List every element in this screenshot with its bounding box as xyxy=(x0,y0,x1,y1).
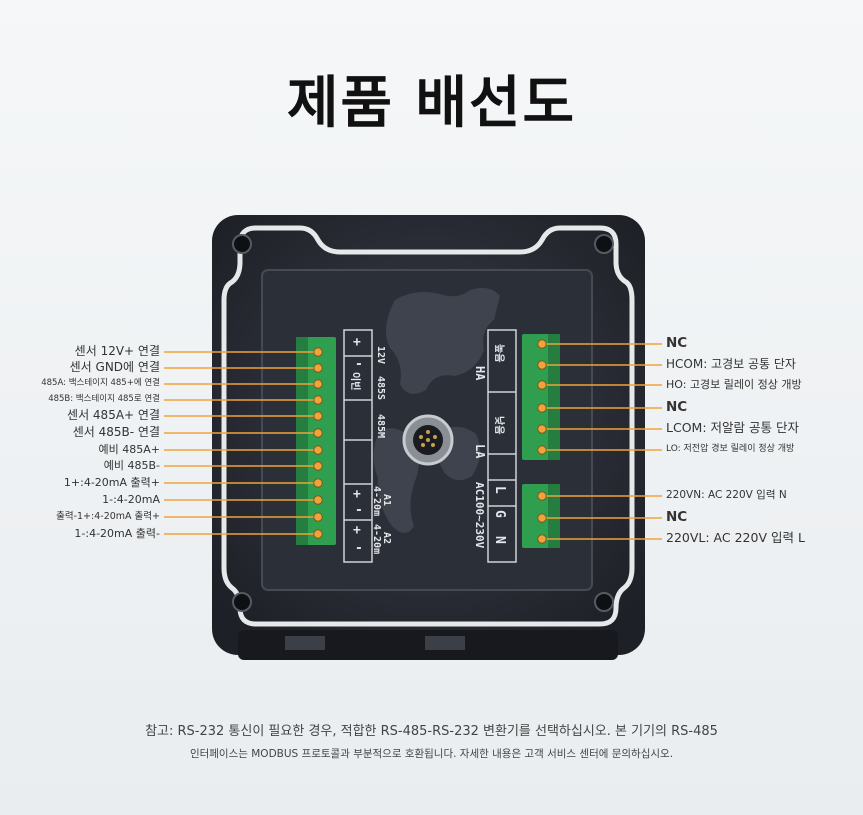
terminal-screw-right xyxy=(537,380,547,390)
board-ac-range: AC100~230V xyxy=(473,482,486,549)
board-minus-3: - xyxy=(355,541,363,556)
gasket xyxy=(221,225,635,627)
board-plus-1: + xyxy=(353,335,361,350)
corner-screws xyxy=(232,234,614,612)
board-n: N xyxy=(492,536,507,544)
board-ma1: 4-20m xyxy=(371,486,382,516)
terminal-screw-left xyxy=(313,512,323,522)
leader-lines xyxy=(164,339,662,544)
terminal-screw-right xyxy=(537,513,547,523)
terminal-screw-left xyxy=(313,495,323,505)
wiring-label-right: NC xyxy=(666,398,688,415)
wiring-label-right: NC xyxy=(666,508,688,525)
wiring-label-right: 220VN: AC 220V 입력 N xyxy=(666,489,787,502)
m12-connector xyxy=(402,414,454,466)
wiring-label-right: LO: 저전압 경보 릴레이 정상 개방 xyxy=(666,444,795,455)
terminal-block-relay xyxy=(522,334,560,460)
terminal-screw-right xyxy=(537,424,547,434)
board-485s: 485S xyxy=(375,376,386,400)
note-line-2: 인터페이스는 MODBUS 프로토콜과 부분적으로 호환됩니다. 자세한 내용은… xyxy=(189,748,674,760)
wiring-label-right: HCOM: 고경보 공통 단자 xyxy=(666,357,796,372)
terminal-screw-right xyxy=(537,534,547,544)
terminal-screw-right xyxy=(537,445,547,455)
terminal-screw-left xyxy=(313,347,323,357)
wiring-label-left: 예비 485A+ xyxy=(98,442,160,456)
wiring-label-left: 출력-1+:4-20mA 출력+ xyxy=(56,510,160,522)
terminal-screw-left xyxy=(313,395,323,405)
wiring-label-left: 1-:4-20mA 출력- xyxy=(74,526,160,540)
terminal-screw-right xyxy=(537,339,547,349)
board-minus-2: - xyxy=(355,503,363,518)
wiring-label-left: 485A: 백스테이지 485+에 연결 xyxy=(41,378,160,389)
board-l: L xyxy=(492,486,507,494)
terminal-screw-left xyxy=(313,363,323,373)
wiring-label-right: 220VL: AC 220V 입력 L xyxy=(666,530,805,546)
terminal-screw-left xyxy=(313,379,323,389)
board-ma2: 4-20m xyxy=(371,524,382,554)
terminal-screw-left xyxy=(313,411,323,421)
board-alarm-l: 낮음 xyxy=(493,416,506,434)
board-plus-2: + xyxy=(353,487,361,502)
terminal-screw-left xyxy=(313,445,323,455)
board-a2: A2 xyxy=(381,532,392,544)
terminal-screw-left xyxy=(313,428,323,438)
board-minus-1: - xyxy=(355,357,363,372)
terminal-screw-right xyxy=(537,403,547,413)
wiring-label-right: NC xyxy=(666,334,688,351)
wiring-label-right: HO: 고경보 릴레이 정상 개방 xyxy=(666,377,802,391)
wiring-label-left: 센서 485B- 연결 xyxy=(72,425,160,440)
page-title: 제품 배선도 xyxy=(286,71,577,136)
wiring-label-left: 센서 GND에 연결 xyxy=(69,360,160,375)
terminal-screw-left xyxy=(313,529,323,539)
board-plus-3: + xyxy=(353,523,361,538)
board-alarm-h: 높음 xyxy=(493,344,505,362)
board-g: G xyxy=(492,510,507,518)
wiring-label-left: 1+:4-20mA 출력+ xyxy=(63,475,160,489)
terminal-screw-left xyxy=(313,461,323,471)
terminal-screw-right xyxy=(537,491,547,501)
wiring-label-right: LCOM: 저알람 공통 단자 xyxy=(666,420,799,436)
board-485m: 485M xyxy=(375,414,386,438)
board-sensor: 이빈 xyxy=(349,372,362,390)
terminal-screw-right xyxy=(537,360,547,370)
terminal-block-left xyxy=(296,337,336,545)
terminal-screw-left xyxy=(313,478,323,488)
board-ha: HA xyxy=(473,366,487,381)
wiring-label-left: 1-:4-20mA xyxy=(102,492,160,506)
board-la: LA xyxy=(473,444,487,459)
wiring-label-left: 485B: 백스테이지 485로 연결 xyxy=(48,394,160,405)
board-12v: 12V xyxy=(375,346,386,364)
note-line-1: 참고: RS-232 통신이 필요한 경우, 적합한 RS-485-RS-232… xyxy=(145,724,718,739)
board-a1: A1 xyxy=(381,494,392,506)
wiring-label-left: 센서 485A+ 연결 xyxy=(67,408,160,423)
wiring-label-left: 센서 12V+ 연결 xyxy=(74,344,160,359)
wiring-label-left: 예비 485B- xyxy=(103,458,160,472)
